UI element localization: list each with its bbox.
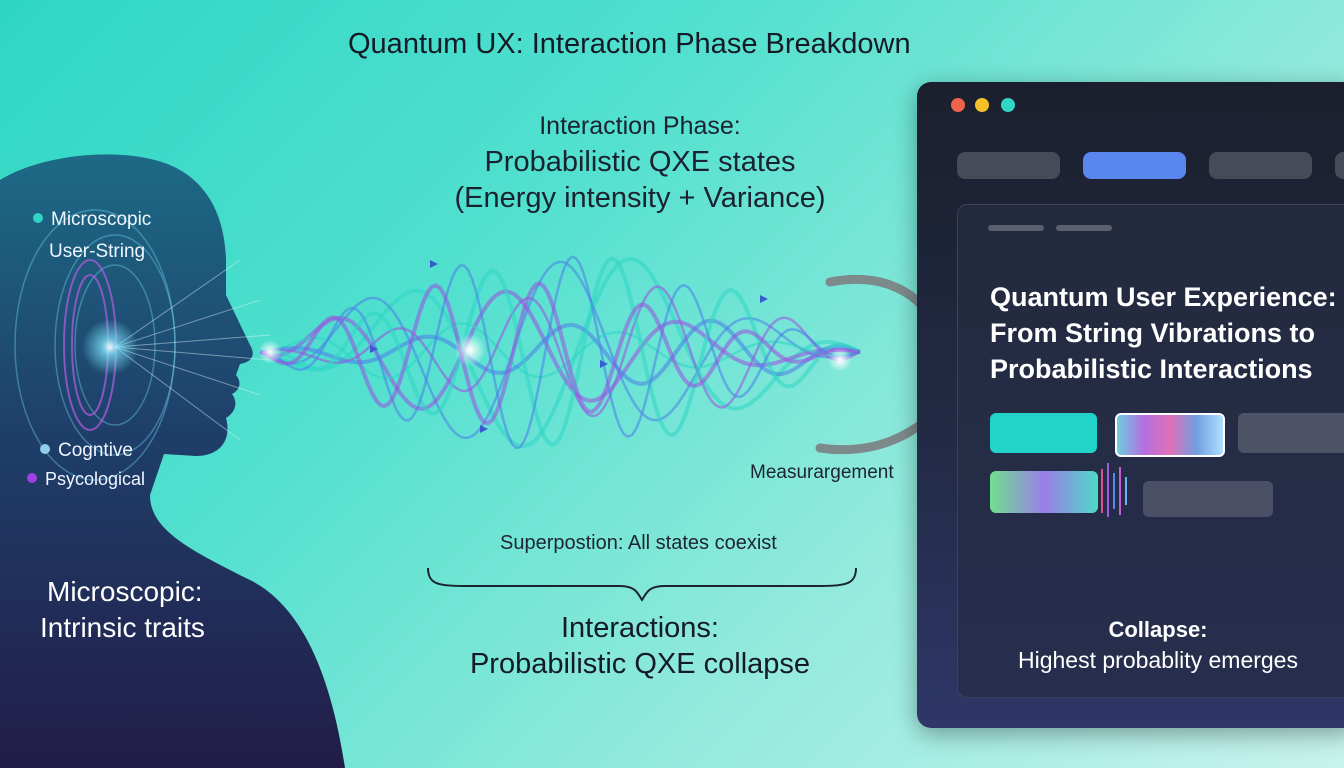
content-panel: Quantum User Experience: From String Vib… (957, 204, 1344, 698)
app-window: Quantum User Experience: From String Vib… (917, 82, 1344, 728)
tab-2-active[interactable] (1083, 152, 1186, 179)
label-cognitive: Cogntive (40, 440, 133, 462)
head-caption-line1: Microscopic: (47, 574, 203, 610)
tab-3[interactable] (1209, 152, 1312, 179)
panel-bar-1 (988, 225, 1044, 231)
panel-title: Quantum User Experience: From String Vib… (990, 279, 1337, 387)
window-maximize-button[interactable] (1001, 98, 1015, 112)
tile-spectrum[interactable] (1115, 413, 1225, 457)
microscopic-dot-icon (33, 213, 43, 223)
tile-gray[interactable] (1238, 413, 1344, 453)
tile-teal[interactable] (990, 413, 1097, 453)
panel-title-line1: Quantum User Experience: (990, 279, 1337, 315)
tile-green-spectrum[interactable] (990, 471, 1098, 513)
head-caption-line2: Intrinsic traits (40, 610, 205, 646)
tile-gray-2[interactable] (1143, 481, 1273, 517)
interactions-line1: Interactions: (420, 610, 860, 646)
wave-visualization (240, 200, 880, 470)
panel-title-line3: Probabilistic Interactions (990, 351, 1337, 387)
interactions-caption: Interactions: Probabilistic QXE collapse (420, 610, 860, 682)
collapse-text: Highest probablity emerges (958, 647, 1344, 674)
window-close-button[interactable] (951, 98, 965, 112)
superposition-label: Superpostion: All states coexist (500, 532, 777, 555)
spectrum-bars-decoration (1098, 459, 1138, 519)
phase-heading: Interaction Phase: (480, 112, 800, 141)
tab-1[interactable] (957, 152, 1060, 179)
interactions-line2: Probabilistic QXE collapse (420, 646, 860, 682)
label-microscopic: Microscopic (33, 209, 151, 231)
psychological-dot-icon (27, 473, 37, 483)
panel-title-line2: From String Vibrations to (990, 315, 1337, 351)
phase-line1: Probabilistic QXE states (420, 146, 860, 179)
label-user-string: User-String (49, 241, 145, 263)
window-minimize-button[interactable] (975, 98, 989, 112)
cognitive-dot-icon (40, 444, 50, 454)
label-psychological: Psycological (27, 469, 145, 490)
brace-icon (424, 564, 860, 604)
collapse-title: Collapse: (958, 617, 1344, 643)
panel-bar-2 (1056, 225, 1112, 231)
tab-4[interactable] (1335, 152, 1344, 179)
measurement-label: Measurargement (750, 462, 894, 484)
page-title: Quantum UX: Interaction Phase Breakdown (348, 28, 911, 61)
